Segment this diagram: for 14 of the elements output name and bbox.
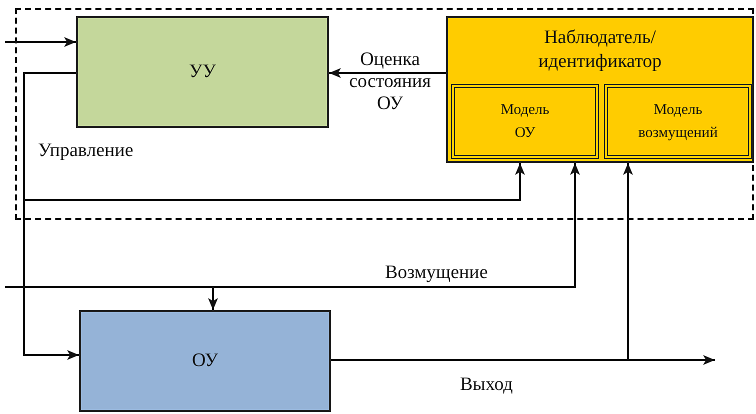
block-box: [79, 310, 331, 412]
block-box: [451, 84, 599, 159]
block-box: [446, 16, 754, 163]
block-label: УУ: [189, 60, 216, 84]
block-box: [76, 16, 329, 128]
block-label: Модель возмущений: [638, 100, 718, 142]
arrow: [23, 72, 525, 201]
arrow: [5, 163, 580, 288]
block-box: [604, 84, 752, 159]
arrow: [329, 68, 446, 78]
block-label: Модель ОУ: [500, 100, 550, 142]
block-label: Наблюдатель/ идентификатор: [537, 26, 663, 74]
arrow: [5, 37, 76, 47]
block-label: ОУ: [192, 349, 218, 373]
